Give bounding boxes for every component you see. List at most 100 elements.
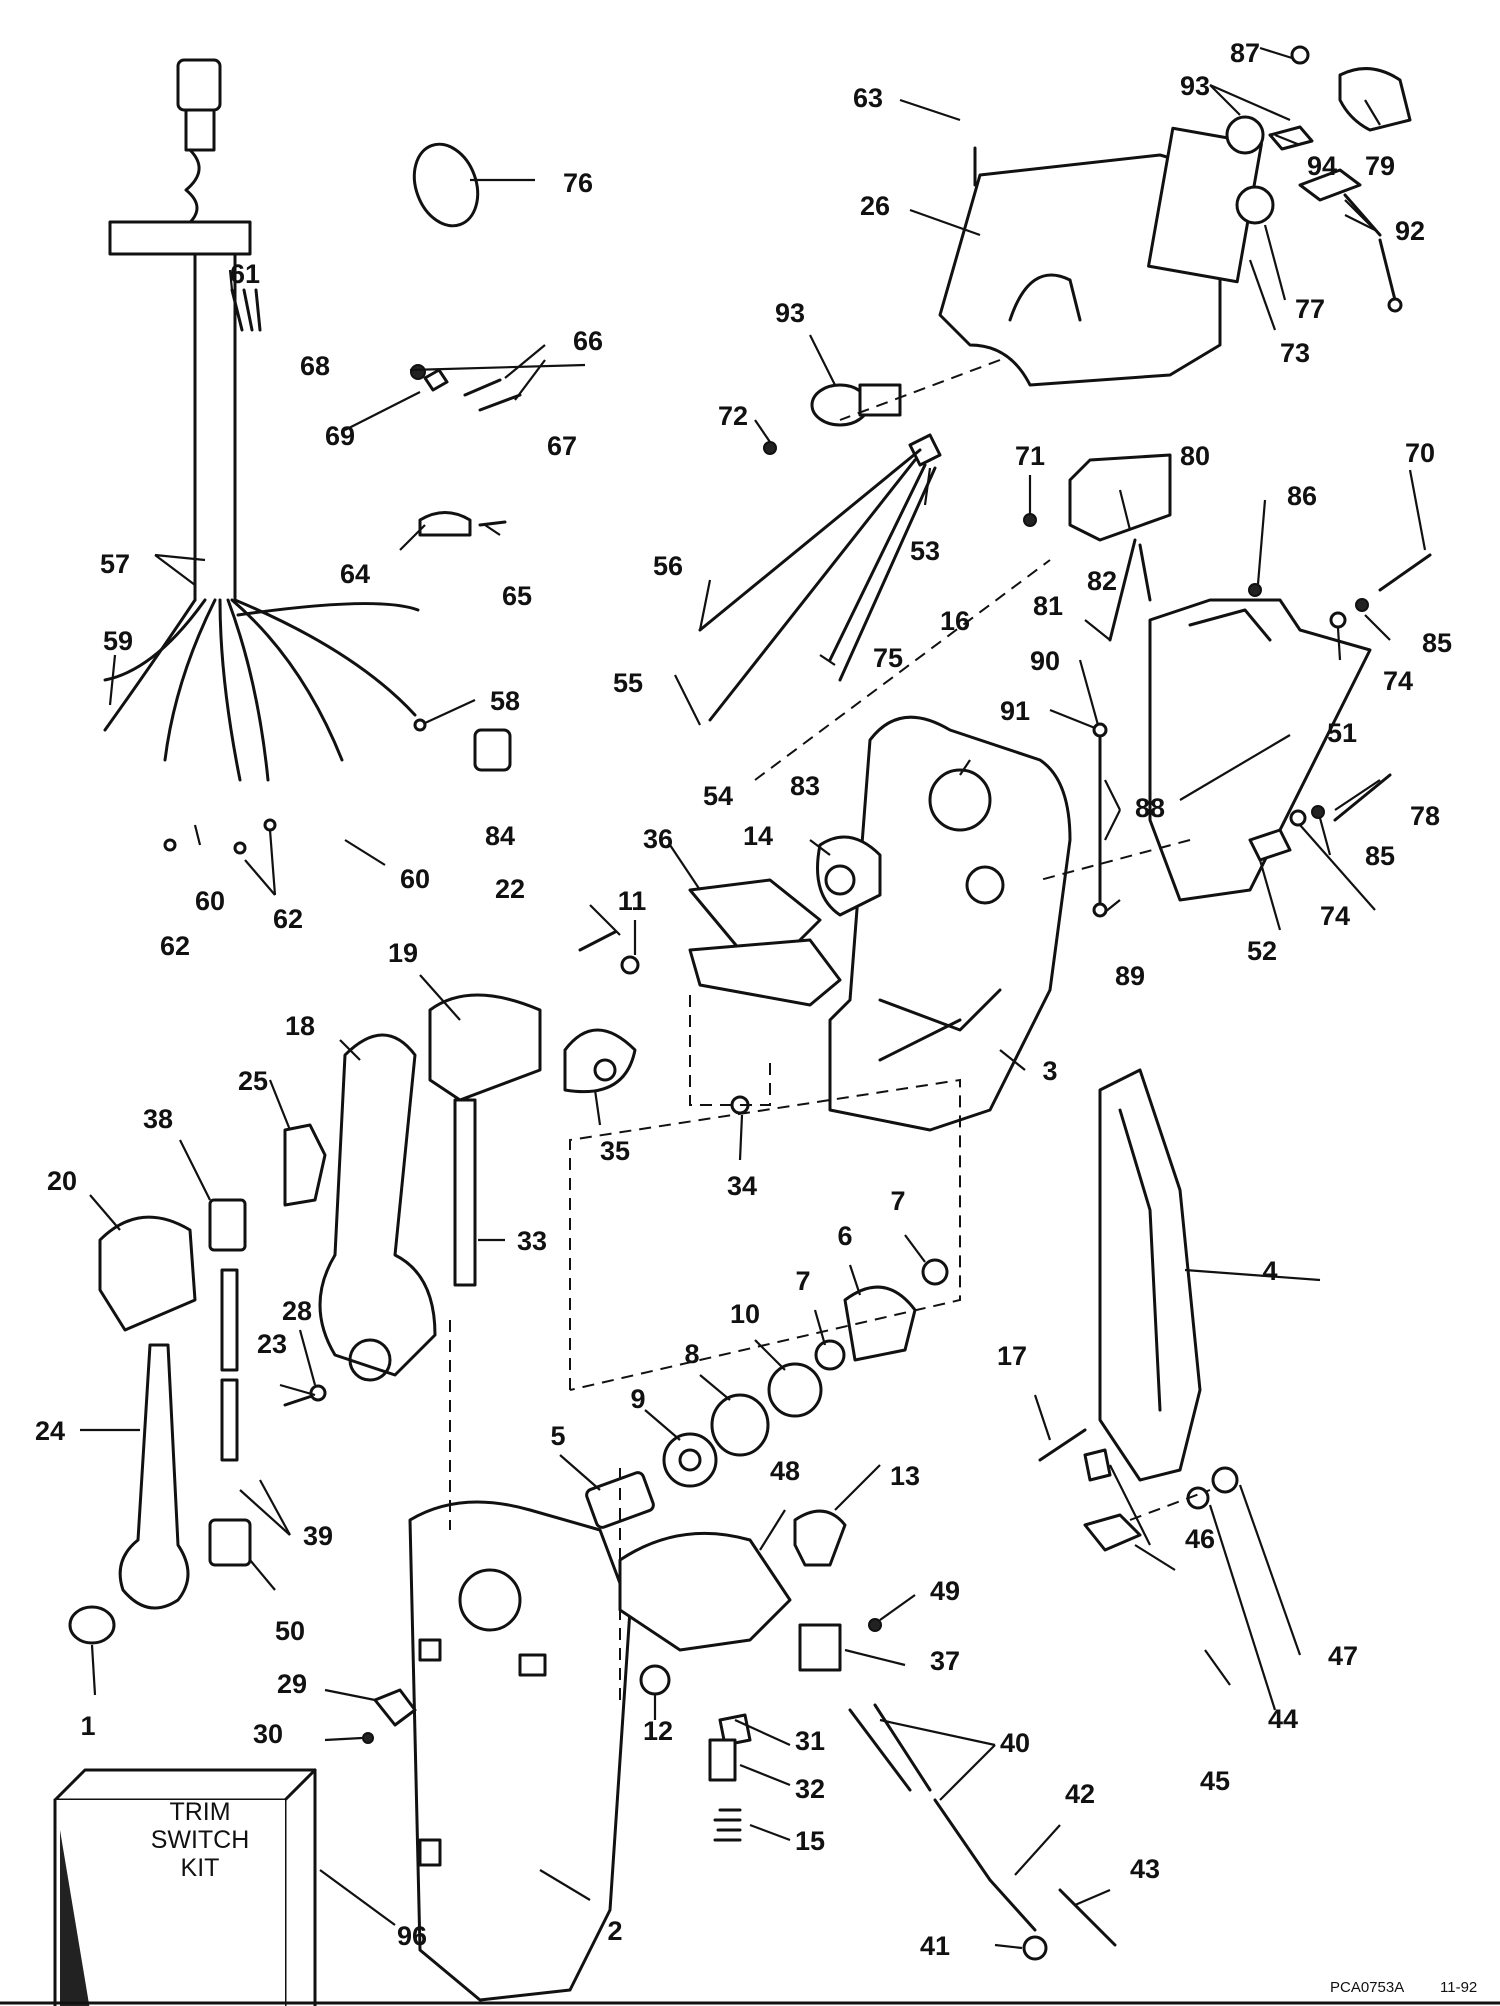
- kit-label-line1: TRIM: [169, 1798, 230, 1826]
- callout-20: 20: [47, 1166, 77, 1196]
- side-cover: [1038, 1068, 1202, 1482]
- callout-45: 45: [1200, 1766, 1230, 1796]
- callout-8: 8: [684, 1339, 699, 1369]
- drawing-reference: PCA0753A: [1330, 1979, 1404, 1996]
- ignition-hardware: [1225, 45, 1412, 313]
- shift-components: [618, 1448, 1239, 1961]
- callout-77: 77: [1295, 294, 1325, 324]
- assembly-lines: [449, 359, 1191, 1700]
- callout-87: 87: [1230, 38, 1260, 68]
- handle-assembly: [68, 993, 542, 1645]
- callout-49: 49: [930, 1576, 960, 1606]
- callout-1: 1: [80, 1711, 95, 1741]
- callout-54: 54: [703, 781, 733, 811]
- callout-90: 90: [1030, 646, 1060, 676]
- callout-51: 51: [1327, 718, 1357, 748]
- callout-93-top: 93: [1180, 71, 1210, 101]
- callout-47: 47: [1328, 1641, 1358, 1671]
- callout-74-upper: 74: [1383, 666, 1413, 696]
- callout-48: 48: [770, 1456, 800, 1486]
- callout-14: 14: [743, 821, 773, 851]
- callout-85-upper: 85: [1422, 628, 1452, 658]
- callout-88: 88: [1135, 793, 1165, 823]
- callout-35: 35: [600, 1136, 630, 1166]
- callout-28: 28: [282, 1296, 312, 1326]
- trim-cable: [1092, 722, 1108, 918]
- callout-69: 69: [325, 421, 355, 451]
- callout-78: 78: [1410, 801, 1440, 831]
- callout-7-upper: 7: [890, 1186, 905, 1216]
- callout-62-left: 62: [160, 931, 190, 961]
- callout-5: 5: [550, 1421, 565, 1451]
- callout-42: 42: [1065, 1779, 1095, 1809]
- callout-66: 66: [573, 326, 603, 356]
- callout-40: 40: [1000, 1728, 1030, 1758]
- callout-10: 10: [730, 1299, 760, 1329]
- callout-86: 86: [1287, 481, 1317, 511]
- callout-32: 32: [795, 1774, 825, 1804]
- callout-18: 18: [285, 1011, 315, 1041]
- callout-30: 30: [253, 1719, 283, 1749]
- callout-29: 29: [277, 1669, 307, 1699]
- callout-73: 73: [1280, 338, 1310, 368]
- kit-label-line2: SWITCH: [151, 1826, 250, 1854]
- callout-93-switch: 93: [775, 298, 805, 328]
- callout-12: 12: [643, 1716, 673, 1746]
- callout-41: 41: [920, 1931, 950, 1961]
- callout-11: 11: [618, 886, 647, 916]
- callout-44: 44: [1268, 1704, 1298, 1734]
- callout-labels: 1 2 3 4 5 6 7 7 8 9 10 11 12 13 14 15 16…: [35, 38, 1452, 1961]
- callout-4: 4: [1262, 1256, 1277, 1286]
- callout-80: 80: [1180, 441, 1210, 471]
- callout-13: 13: [890, 1461, 920, 1491]
- callout-52: 52: [1247, 936, 1277, 966]
- callout-75: 75: [873, 643, 903, 673]
- callout-34: 34: [727, 1171, 757, 1201]
- callout-83: 83: [790, 771, 820, 801]
- callout-15: 15: [795, 1826, 825, 1856]
- callout-84: 84: [485, 821, 515, 851]
- callout-17: 17: [997, 1341, 1027, 1371]
- kit-label-line3: KIT: [181, 1854, 220, 1882]
- callout-50: 50: [275, 1616, 305, 1646]
- callout-31: 31: [795, 1726, 825, 1756]
- lower-housing: [362, 1500, 632, 2002]
- callout-7-lower: 7: [795, 1266, 810, 1296]
- callout-19: 19: [388, 938, 418, 968]
- upper-cover: [698, 126, 1263, 722]
- callout-72: 72: [718, 401, 748, 431]
- callout-23: 23: [257, 1329, 287, 1359]
- callout-9: 9: [630, 1384, 645, 1414]
- callout-39: 39: [303, 1521, 333, 1551]
- callout-58: 58: [490, 686, 520, 716]
- main-housing: [563, 715, 1072, 1132]
- callout-57: 57: [100, 549, 130, 579]
- callout-26: 26: [860, 191, 890, 221]
- callout-33: 33: [517, 1226, 547, 1256]
- callout-25: 25: [238, 1066, 268, 1096]
- callout-16: 16: [940, 606, 970, 636]
- callout-22: 22: [495, 874, 525, 904]
- callout-61: 61: [230, 259, 260, 289]
- callout-81: 81: [1033, 591, 1063, 621]
- callout-62-right: 62: [273, 904, 303, 934]
- callout-36: 36: [643, 824, 673, 854]
- callout-64: 64: [340, 559, 370, 589]
- callout-89: 89: [1115, 961, 1145, 991]
- callout-63: 63: [853, 83, 883, 113]
- callout-53: 53: [910, 536, 940, 566]
- callout-60-left: 60: [195, 886, 225, 916]
- callout-43: 43: [1130, 1854, 1160, 1884]
- callout-6: 6: [837, 1221, 852, 1251]
- callout-2: 2: [607, 1916, 622, 1946]
- callout-60-right: 60: [400, 864, 430, 894]
- callout-82: 82: [1087, 566, 1117, 596]
- callout-96: 96: [397, 1921, 427, 1951]
- leader-lines: [80, 46, 1427, 1950]
- callout-74-lower: 74: [1320, 901, 1350, 931]
- callout-38: 38: [143, 1104, 173, 1134]
- callout-71: 71: [1015, 441, 1045, 471]
- trim-switch-kit-box: TRIM SWITCH KIT: [53, 1768, 396, 2006]
- callout-92: 92: [1395, 216, 1425, 246]
